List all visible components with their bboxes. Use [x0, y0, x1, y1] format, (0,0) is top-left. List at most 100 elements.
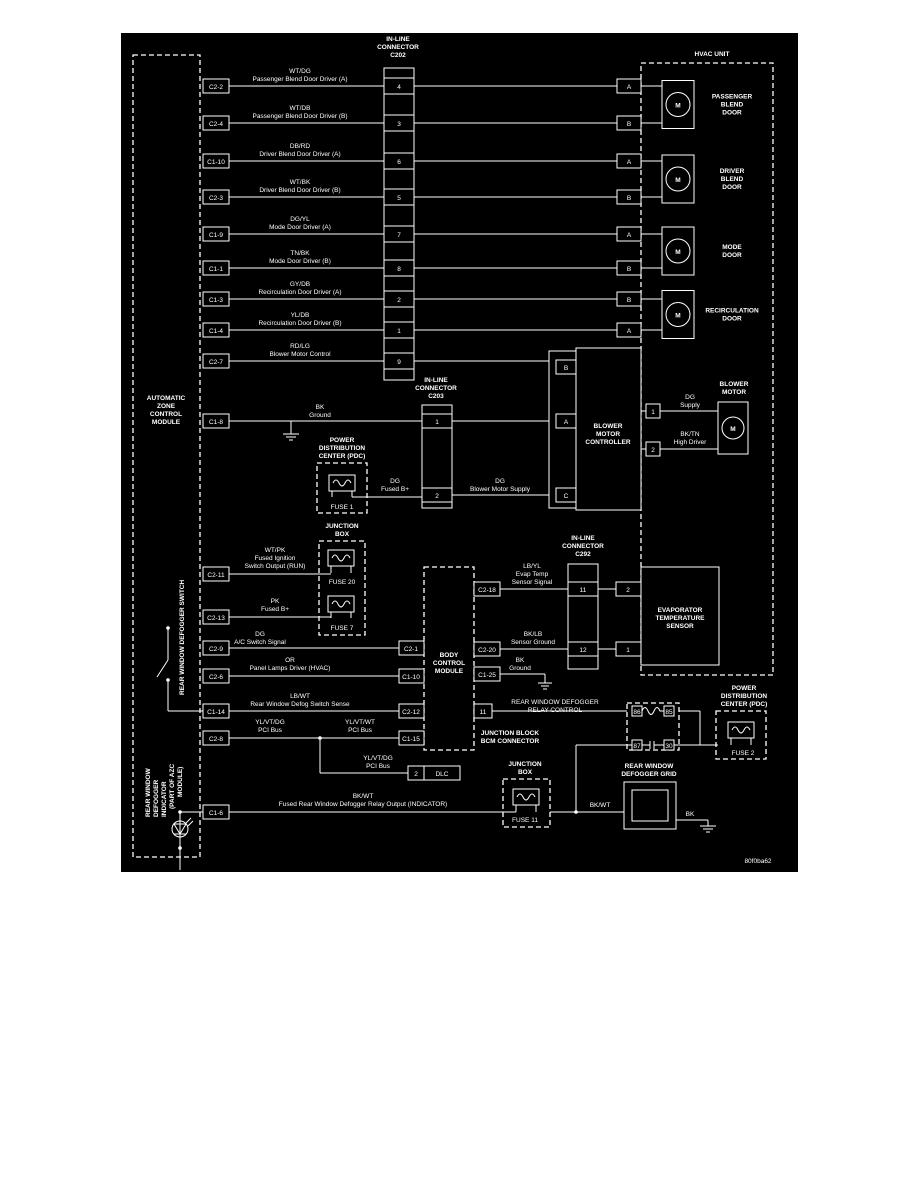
pin-c2-8: C2-8 [209, 736, 223, 743]
circuit-desc: Passenger Blend Door Driver (B) [252, 113, 347, 120]
sg-wire: BK/LB [524, 631, 542, 638]
circuit-desc: Recirculation Door Driver (B) [258, 320, 341, 327]
motor-label: RECIRCULATION [705, 308, 759, 315]
circuit-desc: Passenger Blend Door Driver (A) [252, 76, 347, 83]
c202-pin: 6 [397, 159, 401, 166]
c202-pin: 3 [397, 121, 401, 128]
azc-pin: C1-4 [209, 328, 223, 335]
c202-pin: 1 [397, 328, 401, 335]
circuit-desc: Driver Blend Door Driver (A) [259, 151, 340, 158]
bmc-supply-wire: DG [495, 478, 505, 485]
c292-pin-12: 12 [579, 647, 587, 654]
c202-pin: 9 [397, 359, 401, 366]
c202-pin: 2 [397, 297, 401, 304]
hvac-pin: A [627, 84, 632, 91]
motor-icon [665, 238, 691, 264]
bcm-gnd-desc: Ground [509, 665, 531, 672]
hvac-pin: B [627, 266, 631, 273]
hvac-unit: HVAC UNIT [640, 51, 774, 676]
fused-b-desc: Fused B+ [381, 486, 409, 493]
motor-label: DOOR [722, 184, 742, 191]
jb2-title-1: JUNCTION [508, 761, 542, 768]
hvac-pin: A [627, 328, 632, 335]
c202-pin: 4 [397, 84, 401, 91]
evaporator-sensor: 2 1 EVAPORATOR TEMPERATURE SENSOR [615, 566, 720, 666]
panel-desc: Panel Lamps Driver (HVAC) [250, 665, 331, 672]
circuit-desc: Blower Motor Control [269, 351, 331, 358]
pdc2-title-3: CENTER (PDC) [721, 701, 768, 708]
pin-c1-25: C1-25 [478, 672, 496, 679]
bcm-pin-c1-15: C1-15 [402, 736, 420, 743]
azc-pin: C1-10 [207, 159, 225, 166]
fuse-1-label: FUSE 1 [331, 504, 354, 511]
indicator-wire: BK/WT [353, 793, 374, 800]
rear-window-defogger-grid: REAR WINDOW DEFOGGER GRID BK [621, 763, 716, 833]
defog-switch-label: REAR WINDOW DEFOGGER SWITCH [179, 580, 186, 695]
bcm-pin-c1-10: C1-10 [402, 674, 420, 681]
bmc-title-3: CONTROLLER [585, 439, 630, 446]
hvac-pin: A [627, 232, 632, 239]
pci-desc: PCI Bus [258, 727, 283, 734]
relay-pin-30: 30 [665, 743, 673, 750]
c203-pin-2: 2 [435, 493, 439, 500]
azc-pin: C1-3 [209, 297, 223, 304]
motor-symbol: M [675, 249, 680, 256]
wire-color: DB/RD [290, 143, 311, 150]
c202-title-1: IN-LINE [386, 36, 410, 43]
c292-pin-11: 11 [580, 587, 587, 594]
bcm-pin-11: 11 [480, 709, 487, 716]
dlc-desc: PCI Bus [366, 763, 391, 770]
fuse-20-label: FUSE 20 [329, 579, 356, 586]
pci-desc-2: PCI Bus [348, 727, 373, 734]
pin-c1-14: C1-14 [207, 709, 225, 716]
grid-title-2: DEFOGGER GRID [621, 771, 677, 778]
grid-element [631, 789, 669, 822]
azc-title-2: ZONE [157, 403, 176, 410]
motor-label: DRIVER [720, 168, 745, 175]
indicator-label-5: MODULE) [177, 767, 184, 797]
evap-desc-2: Sensor Signal [512, 579, 553, 586]
relay-coil [641, 707, 664, 715]
circuit-fused-b-plus: C2-13 PK Fused B+ [202, 598, 331, 625]
fuse-11-label: FUSE 11 [512, 817, 538, 824]
wire-color: YL/DB [291, 312, 310, 319]
bcm-title-1: BODY [440, 652, 459, 659]
pin-c1-8: C1-8 [209, 419, 223, 426]
motor-label: BLEND [721, 176, 744, 183]
circuit-pci-bus: C2-8 C1-15 YL/VT/DG PCI Bus YL/VT/WT PCI… [202, 719, 461, 781]
azc-pin: C2-4 [209, 121, 223, 128]
pci-wire-2: YL/VT/WT [345, 719, 375, 726]
fb-wire: PK [271, 598, 280, 605]
fuse-2-label: FUSE 2 [732, 750, 755, 757]
pdc2-title-2: DISTRIBUTION [721, 693, 768, 700]
c203-title-3: C203 [428, 393, 444, 400]
indicator-label-3: INDICATOR [161, 781, 168, 817]
azc-pin: C1-1 [209, 266, 223, 273]
blower-motor-controller: B A C BLOWER MOTOR CONTROLLER [548, 347, 642, 511]
door-motors: MPASSENGERBLENDDOORMDRIVERBLENDDOORMMODE… [641, 80, 759, 339]
pin-c2-11: C2-11 [207, 572, 225, 579]
ground-wire-color: BK [316, 404, 325, 411]
blower-pin-2: 2 [651, 447, 655, 454]
circuit-bcm-ground: C1-25 BK Ground [473, 657, 552, 690]
azc-pin: C2-7 [209, 359, 223, 366]
fb-desc: Fused B+ [261, 606, 289, 613]
c292-title-3: C292 [575, 551, 591, 558]
indicator-label-2: DEFOGGER [153, 779, 160, 817]
motor-label: PASSENGER [712, 94, 753, 101]
bmc-supply-desc: Blower Motor Supply [470, 486, 531, 493]
blower-title-2: MOTOR [722, 389, 746, 396]
blower-motor-symbol: M [730, 426, 735, 433]
c203-pin-1: 1 [435, 419, 439, 426]
pin-c1-6: C1-6 [209, 810, 223, 817]
blower-high-desc: High Driver [674, 439, 707, 446]
pin-c2-18: C2-18 [478, 587, 496, 594]
hvac-pin: B [627, 195, 631, 202]
evap-sensor-title-2: TEMPERATURE [656, 615, 706, 622]
bmc-pin-a: A [564, 419, 569, 426]
c203-title-1: IN-LINE [424, 377, 448, 384]
indicator-desc: Fused Rear Window Defogger Relay Output … [279, 801, 447, 808]
